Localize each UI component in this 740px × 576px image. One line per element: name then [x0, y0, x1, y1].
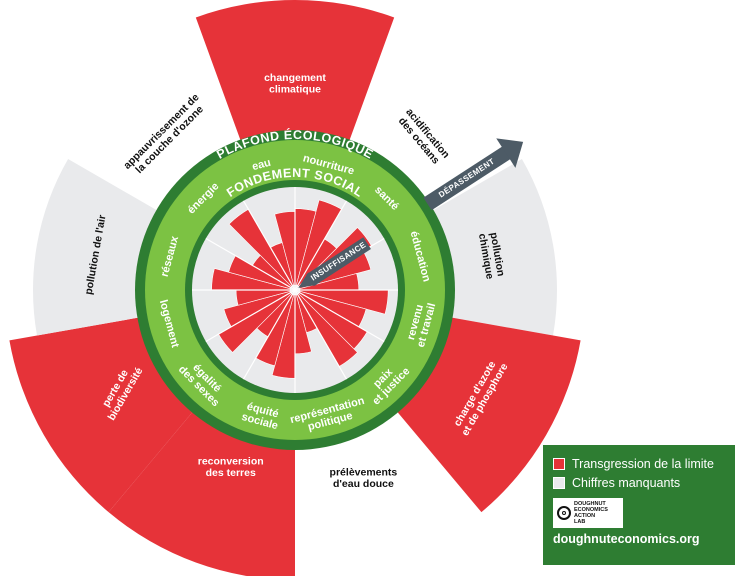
- ecological-boundary-wedges: [9, 0, 581, 576]
- wedge-divider: [242, 289, 296, 380]
- wedge-divider: [205, 237, 296, 291]
- legend-missing: Chiffres manquants: [553, 473, 725, 492]
- missing-data-wedge-air: [32, 159, 159, 336]
- wedge-divider: [294, 289, 348, 380]
- overshoot-wedge-climate: [195, 0, 395, 142]
- wedge-divider: [205, 289, 296, 343]
- shortfall-arrow: [306, 237, 371, 287]
- ecological-label-ocean: acidificationdes océans: [394, 106, 451, 168]
- legend-overshoot: Transgression de la limite: [553, 454, 725, 473]
- missing-data-wedge-chemical: [431, 159, 558, 336]
- overshoot-wedge-land: [108, 411, 295, 576]
- overshoot-wedge-nitrogen: [396, 317, 581, 513]
- overshoot-arrow: [423, 143, 516, 211]
- missing-swatch: [553, 476, 565, 489]
- legend: Transgression de la limite Chiffres manq…: [543, 445, 735, 565]
- logo-text: DOUGHNUT ECONOMICS ACTION LAB: [574, 501, 608, 525]
- wedge-divider: [294, 289, 385, 343]
- legend-overshoot-label: Transgression de la limite: [572, 456, 714, 471]
- doughnut-logo-icon: [557, 506, 571, 520]
- overshoot-swatch: [553, 457, 565, 470]
- overshoot-wedge-biodiversity: [9, 317, 194, 513]
- website-link[interactable]: doughnuteconomics.org: [553, 532, 700, 546]
- shortfall-arrowhead: [298, 272, 317, 288]
- overshoot-arrowhead: [496, 138, 524, 168]
- social-label-water: eau: [251, 157, 272, 174]
- doughnut-economics-logo: DOUGHNUT ECONOMICS ACTION LAB: [553, 498, 623, 528]
- legend-missing-label: Chiffres manquants: [572, 475, 681, 490]
- wedge-divider: [242, 200, 296, 291]
- wedge-divider: [294, 200, 348, 291]
